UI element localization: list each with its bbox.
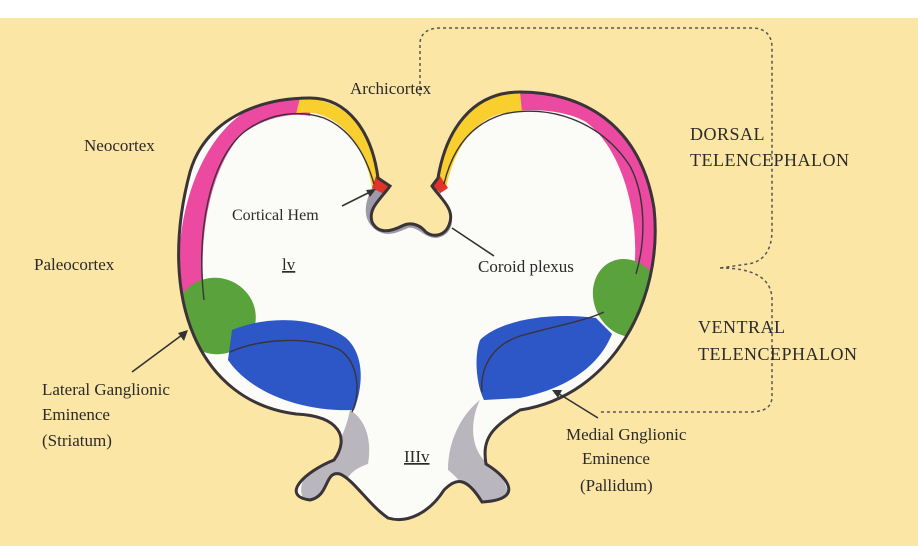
label-coroid-plexus: Coroid plexus [478,257,574,276]
label-lateral-ventricle: lv [282,255,296,274]
label-ventral-line2: TELENCEPHALON [698,344,857,364]
label-neocortex: Neocortex [84,136,155,155]
label-mge-line2: Eminence [582,449,650,468]
label-cortical-hem: Cortical Hem [232,207,319,224]
label-mge-line1: Medial Gnglionic [566,425,687,444]
label-mge-line3: (Pallidum) [580,476,653,495]
label-ventral-line1: VENTRAL [698,317,786,337]
label-lge-line1: Lateral Ganglionic [42,380,170,399]
label-third-ventricle: IIIv [404,447,430,466]
label-lge-line3: (Striatum) [42,431,112,450]
label-paleocortex: Paleocortex [34,255,115,274]
label-dorsal-line1: DORSAL [690,124,765,144]
label-lge-line2: Eminence [42,405,110,424]
label-archicortex: Archicortex [350,79,432,98]
label-dorsal-line2: TELENCEPHALON [690,150,849,170]
